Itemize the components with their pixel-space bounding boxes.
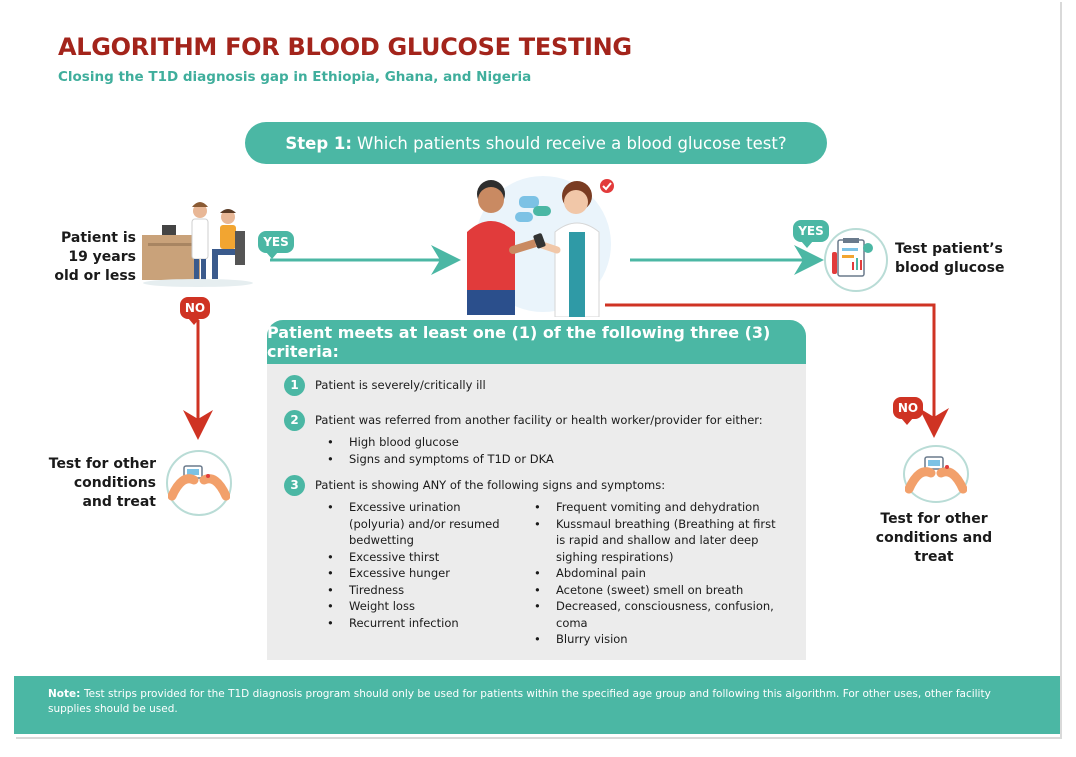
no-badge-left: NO bbox=[180, 297, 210, 325]
step-label: Step 1: bbox=[285, 133, 352, 153]
list-item: Recurrent infection bbox=[327, 615, 517, 632]
doctor-consultation-illustration bbox=[467, 176, 614, 317]
page-title: ALGORITHM FOR BLOOD GLUCOSE TESTING bbox=[58, 33, 632, 61]
right-outcome-line-2: conditions and bbox=[875, 530, 993, 546]
yes-badge-left: YES bbox=[258, 231, 294, 259]
symptoms-column-1: Excessive urination (polyuria) and/or re… bbox=[327, 499, 517, 631]
left-outcome-line-3: and treat bbox=[82, 494, 156, 510]
left-outcome-line-2: conditions bbox=[73, 475, 156, 491]
left-outcome-label: Test for other conditions and treat bbox=[44, 455, 156, 512]
criterion-3-text: Patient is showing ANY of the following … bbox=[315, 478, 666, 492]
criterion-2-number: 2 bbox=[284, 410, 305, 431]
right-outcome-line-3: treat bbox=[914, 549, 954, 565]
criterion-1-number: 1 bbox=[284, 375, 305, 396]
left-outcome-line-1: Test for other bbox=[48, 456, 156, 472]
list-item: Decreased, consciousness, confusion, com… bbox=[534, 598, 779, 631]
criterion-2-bullets: High blood glucose Signs and symptoms of… bbox=[327, 434, 554, 467]
right-outcome-line-1: Test for other bbox=[880, 511, 988, 527]
criterion-1-text: Patient is severely/critically ill bbox=[315, 378, 486, 392]
patient-age-line-3: old or less bbox=[54, 268, 136, 284]
note-label: Note: bbox=[48, 688, 81, 700]
patient-age-line-1: Patient is bbox=[61, 230, 136, 246]
test-blood-glucose-label: Test patient’s blood glucose bbox=[895, 240, 1015, 278]
list-item: High blood glucose bbox=[327, 434, 554, 451]
list-item: Frequent vomiting and dehydration bbox=[534, 499, 779, 516]
list-item: Excessive hunger bbox=[327, 565, 517, 582]
symptoms-column-2: Frequent vomiting and dehydration Kussma… bbox=[534, 499, 779, 648]
yes-badge-right: YES bbox=[793, 220, 829, 248]
list-item: Weight loss bbox=[327, 598, 517, 615]
note-text: Test strips provided for the T1D diagnos… bbox=[48, 688, 991, 715]
criterion-2-text: Patient was referred from another facili… bbox=[315, 413, 763, 427]
test-line-2: blood glucose bbox=[895, 260, 1005, 276]
step-1-banner: Step 1: Which patients should receive a … bbox=[245, 122, 827, 164]
no-badge-right: NO bbox=[893, 397, 923, 425]
blood-test-icon bbox=[824, 228, 888, 292]
list-item: Blurry vision bbox=[534, 631, 779, 648]
doctor-patient-illustration bbox=[142, 202, 253, 287]
test-line-1: Test patient’s bbox=[895, 241, 1003, 257]
step-question: Which patients should receive a blood gl… bbox=[357, 133, 787, 153]
patient-age-condition: Patient is 19 years old or less bbox=[50, 229, 136, 286]
list-item: Abdominal pain bbox=[534, 565, 779, 582]
right-outcome-label: Test for other conditions and treat bbox=[866, 510, 1002, 567]
list-item: Acetone (sweet) smell on breath bbox=[534, 582, 779, 599]
no-arrow-right bbox=[605, 303, 949, 438]
list-item: Excessive urination (polyuria) and/or re… bbox=[327, 499, 517, 549]
test-strip-hands-icon-left bbox=[166, 450, 232, 516]
test-strip-hands-icon-right bbox=[903, 445, 969, 503]
criterion-3-number: 3 bbox=[284, 475, 305, 496]
list-item: Signs and symptoms of T1D or DKA bbox=[327, 451, 554, 468]
criteria-heading: Patient meets at least one (1) of the fo… bbox=[267, 320, 806, 364]
list-item: Excessive thirst bbox=[327, 549, 517, 566]
list-item: Kussmaul breathing (Breathing at first i… bbox=[534, 516, 779, 566]
footer-note: Note: Test strips provided for the T1D d… bbox=[14, 676, 1060, 734]
page-subtitle: Closing the T1D diagnosis gap in Ethiopi… bbox=[58, 69, 532, 85]
list-item: Tiredness bbox=[327, 582, 517, 599]
patient-age-line-2: 19 years bbox=[68, 249, 136, 265]
